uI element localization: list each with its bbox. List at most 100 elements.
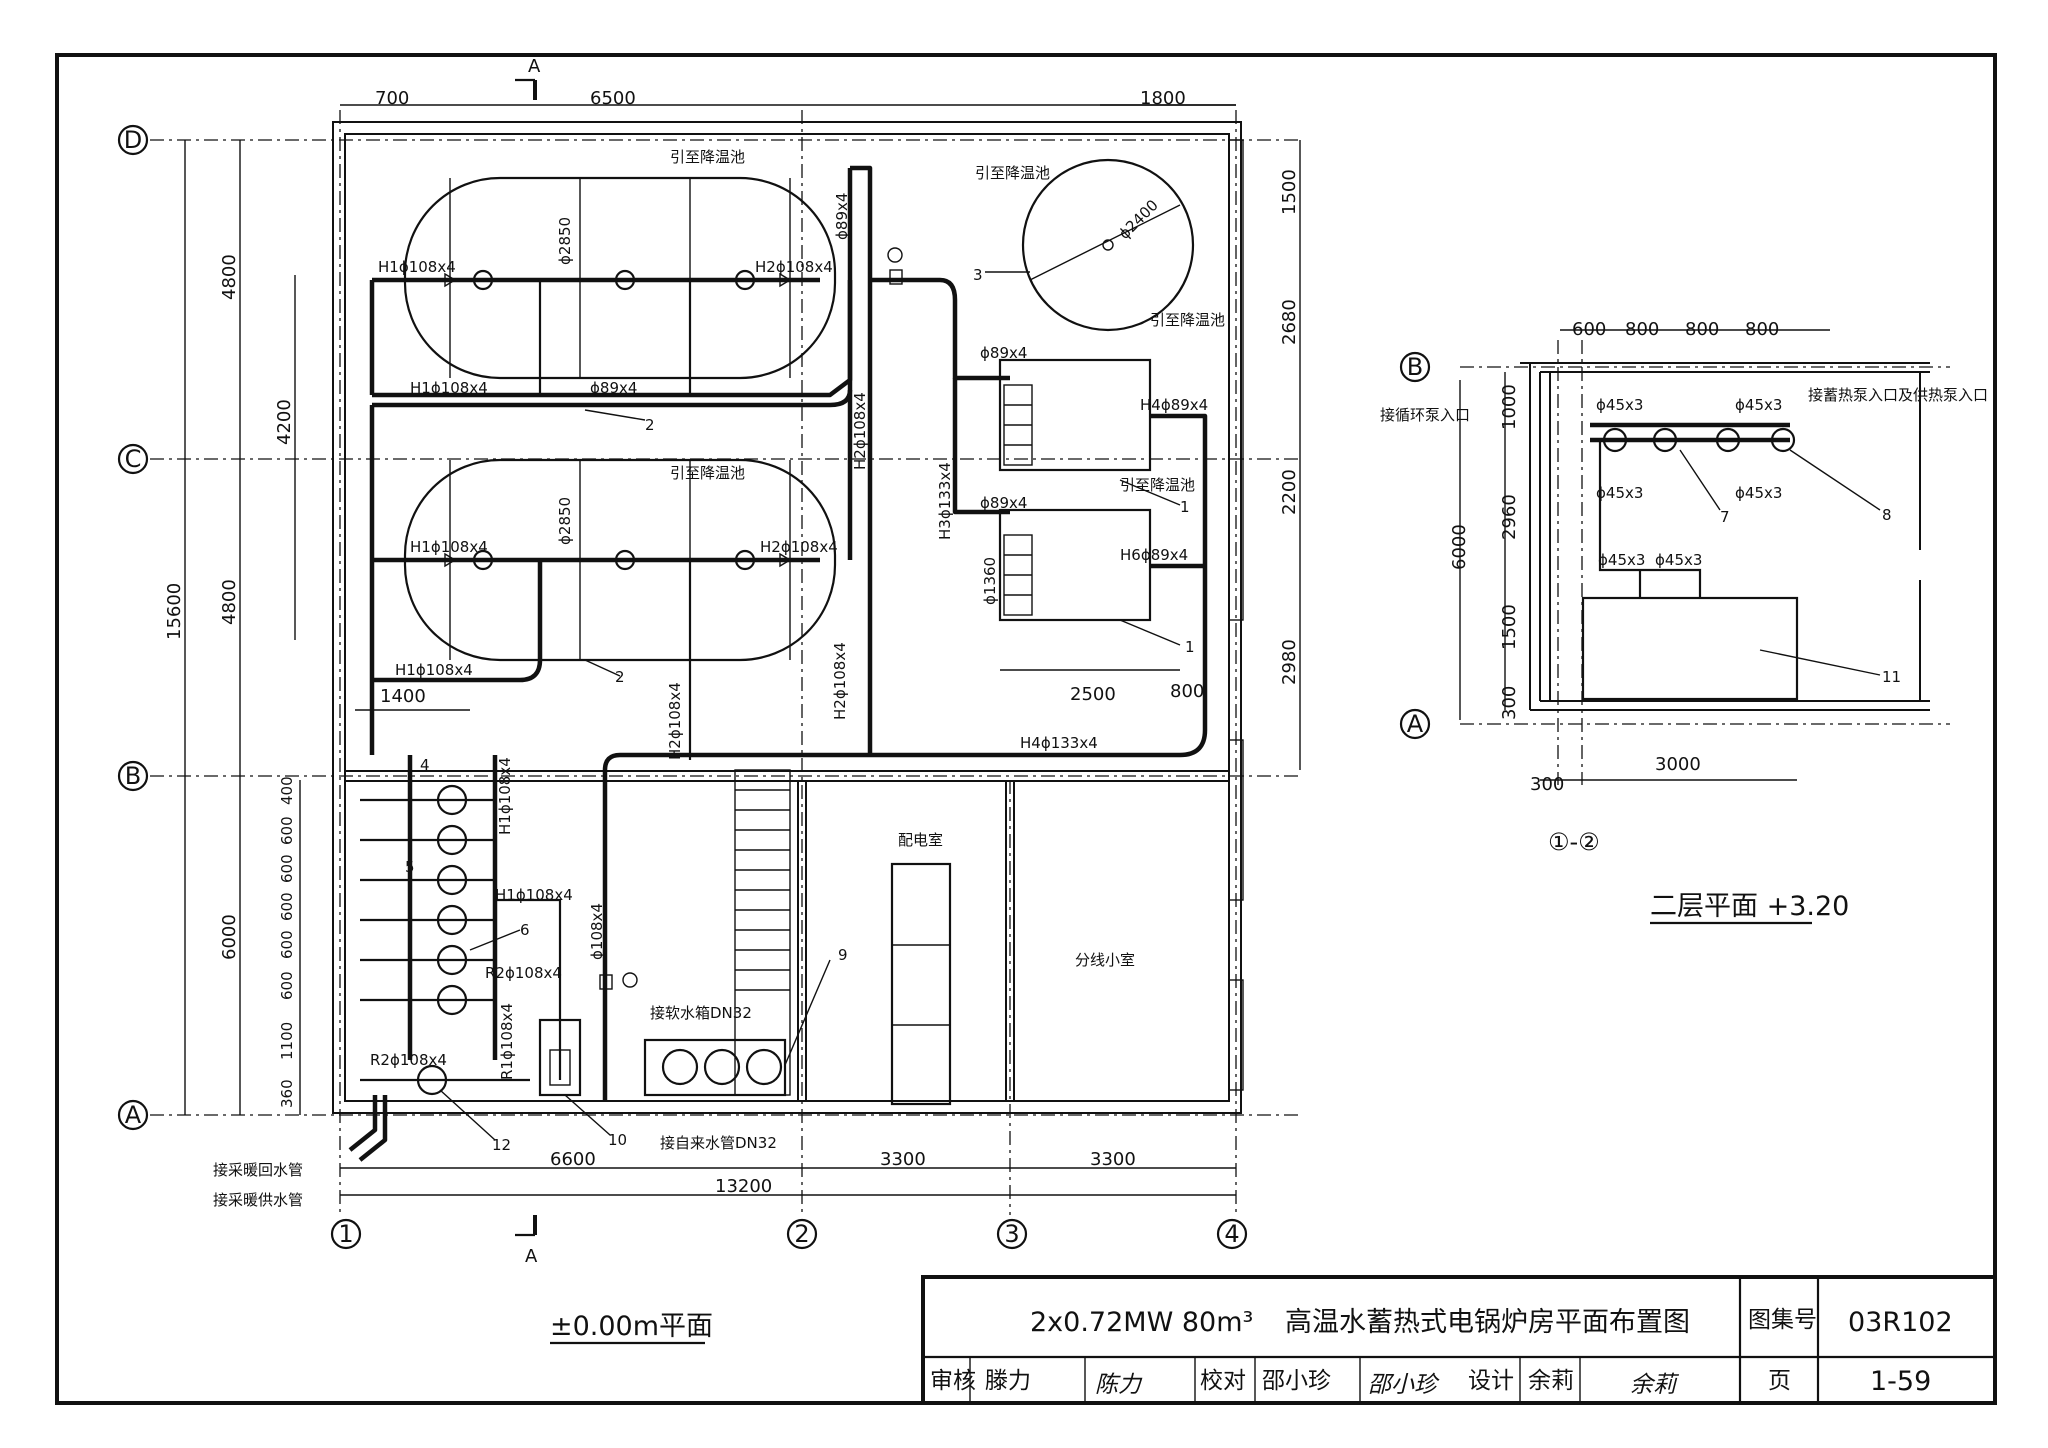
row-axis-c: C <box>117 443 149 475</box>
axis-label-3: 3 <box>1004 1220 1019 1248</box>
sf-pipe-d45-a: ϕ45x3 <box>1596 396 1643 414</box>
heating-return-label: 接采暖回水管 <box>213 1161 303 1179</box>
row-axis-a: A <box>117 1099 149 1131</box>
dim-left-4800b: 4800 <box>219 579 240 625</box>
tank-upper-height: ϕ2850 <box>556 217 574 265</box>
sf-pipe-d45-d: ϕ45x3 <box>1735 484 1782 502</box>
to-sewer-label-2: 引至降温池 <box>670 464 745 482</box>
sf-pipe-d45-b: ϕ45x3 <box>1735 396 1782 414</box>
electric-boiler-lower <box>998 508 1152 622</box>
svg-text:11: 11 <box>1882 668 1901 686</box>
dim-2500: 2500 <box>1070 684 1116 705</box>
pipe-network <box>348 165 1208 1162</box>
svg-text:6: 6 <box>520 921 530 939</box>
pipe-label-d89-b: ϕ89x4 <box>833 193 851 240</box>
sf-storage-inlet-label: 接蓄热泵入口及供热泵入口 <box>1808 386 1988 404</box>
circulation-pumps <box>416 784 468 1096</box>
svg-text:1: 1 <box>1180 498 1190 516</box>
dim-left-15600: 15600 <box>164 583 185 640</box>
sub-room-label: 分线小室 <box>1075 951 1135 969</box>
designer-name: 余莉 <box>1528 1368 1574 1394</box>
to-sewer-label-3: 引至降温池 <box>975 164 1050 182</box>
axis-label-d: D <box>124 126 142 154</box>
page-label: 页 <box>1768 1368 1791 1394</box>
valves-fittings <box>444 247 903 990</box>
section-mark-top: A <box>515 56 541 100</box>
col-axis-3: 3 <box>996 1218 1028 1250</box>
pipe-label-h2-c: H2ϕ108x4 <box>851 392 869 470</box>
pipe-label-h3: H3ϕ133x4 <box>936 462 954 540</box>
to-sewer-label-4: 引至降温池 <box>1150 311 1225 329</box>
pipe-label-d89-c: ϕ89x4 <box>980 344 1027 362</box>
pipe-label-h4-89: H4ϕ89x4 <box>1140 396 1208 414</box>
col-axis-4: 4 <box>1216 1218 1248 1250</box>
pipe-label-h6: H6ϕ89x4 <box>1120 546 1188 564</box>
heating-supply-label: 接采暖供水管 <box>213 1191 303 1209</box>
second-floor-cols: ①-② <box>1548 828 1600 856</box>
checker-label: 校对 <box>1200 1368 1246 1394</box>
dim-bottom-13200: 13200 <box>715 1176 772 1197</box>
svg-text:2: 2 <box>645 416 655 434</box>
svg-text:A: A <box>525 1246 538 1267</box>
pipe-label-h2-e: H2ϕ108x4 <box>666 682 684 760</box>
sf-pipe-d45-c: ϕ45x3 <box>1596 484 1643 502</box>
title-block <box>921 1275 1997 1405</box>
sf-dim-300: 300 <box>1499 686 1520 720</box>
water-treatment <box>538 1018 787 1097</box>
svg-text:B: B <box>1407 353 1423 381</box>
atlas-label: 图集号 <box>1748 1307 1817 1333</box>
svg-text:1: 1 <box>1185 638 1195 656</box>
pipe-label-r2-a: R2ϕ108x4 <box>485 964 562 982</box>
round-tank-3 <box>1021 158 1195 332</box>
svg-text:2: 2 <box>615 668 625 686</box>
dim-1400: 1400 <box>380 686 426 707</box>
power-cabinet <box>890 862 952 1106</box>
dim-bottom-6600: 6600 <box>550 1149 596 1170</box>
sf-dim-800c: 800 <box>1745 319 1779 340</box>
svg-text:600: 600 <box>278 816 296 845</box>
col-axis-2: 2 <box>786 1218 818 1250</box>
dim-1360: ϕ1360 <box>981 557 999 605</box>
pipe-label-h1-e: H1ϕ108x4 <box>495 886 573 904</box>
designer-label: 设计 <box>1468 1368 1514 1394</box>
axis-grid <box>150 110 1300 1215</box>
dim-top-1800: 1800 <box>1140 88 1186 109</box>
sf-dim-6000: 6000 <box>1449 524 1470 570</box>
dim-left-4800a: 4800 <box>219 254 240 300</box>
sheet-border <box>55 53 1997 1405</box>
title-spec: 2x0.72MW 80m³ <box>1030 1307 1253 1338</box>
pipe-label-r1: R1ϕ108x4 <box>498 1003 516 1080</box>
dimension-lines <box>184 104 1301 1196</box>
svg-text:3: 3 <box>973 266 983 284</box>
svg-text:600: 600 <box>278 971 296 1000</box>
axis-label-c: C <box>125 445 142 473</box>
section-mark-bottom: A <box>515 1215 538 1267</box>
sf-pipe-d45-e: ϕ45x3 <box>1598 551 1645 569</box>
checker-signature: 邵小珍 <box>1368 1372 1440 1398</box>
svg-text:10: 10 <box>608 1131 627 1149</box>
sf-dim-1000: 1000 <box>1499 384 1520 430</box>
pipe-label-h2-b: H2ϕ108x4 <box>760 538 838 556</box>
dim-right-2980: 2980 <box>1279 639 1300 685</box>
second-floor-title: 二层平面 +3.20 <box>1650 891 1849 922</box>
designer-signature: 余莉 <box>1630 1372 1680 1398</box>
sf-dim-600: 600 <box>1572 319 1606 340</box>
dim-left-4200: 4200 <box>274 399 295 445</box>
dim-left-6000: 6000 <box>219 914 240 960</box>
svg-text:1100: 1100 <box>278 1022 296 1060</box>
col-axis-1: 1 <box>330 1218 362 1250</box>
axis-label-1: 1 <box>338 1220 353 1248</box>
electric-boiler-upper <box>998 358 1152 472</box>
sf-dim-1500: 1500 <box>1499 604 1520 650</box>
pipe-label-h2-a: H2ϕ108x4 <box>755 258 833 276</box>
dim-top-6500: 6500 <box>590 88 636 109</box>
dim-right-2200: 2200 <box>1279 469 1300 515</box>
row-axis-d: D <box>117 124 149 156</box>
svg-text:400: 400 <box>278 776 296 805</box>
to-sewer-label-5: 引至降温池 <box>1120 476 1195 494</box>
pump-dims: 400 600 600 600 600 600 1100 360 <box>278 776 301 1115</box>
dim-bottom-3300a: 3300 <box>880 1149 926 1170</box>
checker-name: 邵小珍 <box>1262 1368 1331 1394</box>
